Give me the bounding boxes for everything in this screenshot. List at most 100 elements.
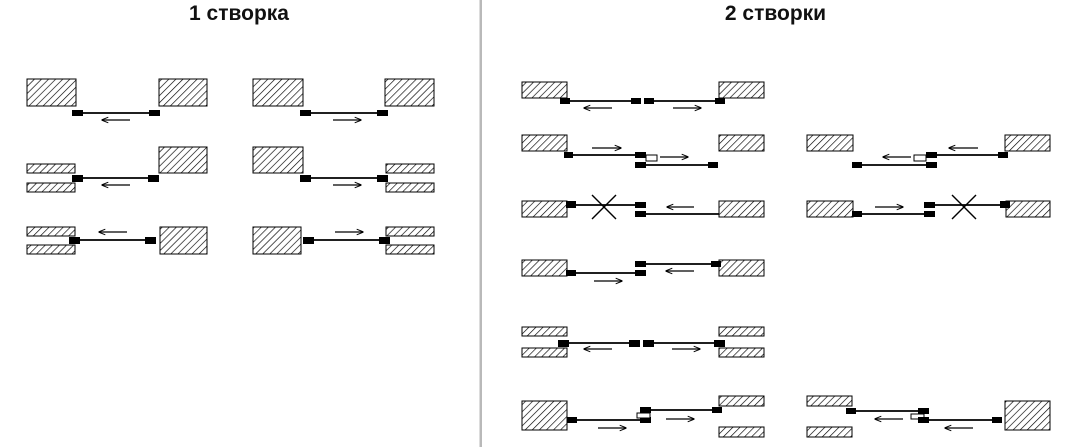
hinge [564,152,573,158]
hinge [714,340,725,347]
hinge [300,175,311,182]
wall-strip [521,347,568,358]
hinge [635,270,646,276]
hinge [1000,201,1010,208]
wall-strip [521,326,568,337]
wall-block [521,81,568,99]
scheme-double-3 [806,134,1051,168]
wall-block [384,78,435,107]
hinge [910,413,925,420]
wall-block [521,259,568,277]
wall-block [521,200,568,218]
scheme-single-6 [252,226,435,255]
hinge [558,340,569,347]
hinge [377,110,388,116]
hinge [992,417,1002,423]
hinge [918,408,929,414]
hinge [300,110,311,116]
hinge [72,110,83,116]
hinge [566,201,576,208]
scheme-double-7 [521,326,765,358]
hinge [635,202,646,208]
hinge [924,202,935,208]
wall-strip [26,182,76,193]
wall-block [718,134,765,152]
wall-block [252,146,304,174]
scheme-double-4 [521,194,765,220]
wall-block [521,400,568,431]
hinge [924,211,935,217]
wall-strip [718,347,765,358]
wall-strip [385,226,435,237]
scheme-double-2 [521,134,765,168]
scheme-single-1 [26,78,208,120]
wall-strip [26,226,76,237]
hinge [145,237,156,244]
scheme-double-6 [521,259,765,281]
wall-strip [718,326,765,337]
hinge [631,98,641,104]
wall-block [252,78,304,107]
hinge [852,162,862,168]
hinge [379,237,390,244]
hinge [640,417,651,423]
hinge [645,154,658,162]
hinge [712,407,722,413]
hinge [635,211,646,217]
scheme-double-5 [806,194,1051,220]
panel-title-single-leaf: 1 створка [189,2,289,25]
hinge [635,261,646,267]
hinge [69,237,80,244]
wall-block [26,78,77,107]
scheme-double-8 [521,395,765,438]
hinge [708,162,718,168]
wall-strip [806,426,853,438]
hinge [926,162,937,168]
hinge [852,211,862,217]
hinge [715,98,725,104]
cross-icon [951,194,977,220]
scheme-double-9 [806,395,1051,438]
wall-strip [718,395,765,407]
scheme-single-4 [252,146,435,193]
hinge [148,175,159,182]
hinge [846,408,856,414]
hinge [640,407,651,413]
wall-block [521,134,568,152]
wall-block [1004,134,1051,152]
hinge [635,152,646,158]
wall-block [158,78,208,107]
wall-strip [718,426,765,438]
hinge [566,270,576,276]
scheme-single-2 [252,78,435,120]
hinge [72,175,83,182]
wall-block [806,134,854,152]
hinge [711,261,721,267]
wall-strip [385,244,435,255]
scheme-single-3 [26,146,208,193]
hinge [998,152,1008,158]
wall-block [718,200,765,218]
hinge [926,152,937,158]
wall-strip [385,182,435,193]
wall-block [158,146,208,174]
hinge [567,417,577,423]
hinge [635,162,646,168]
hinge [303,237,314,244]
hinge [629,340,640,347]
wall-strip [26,244,76,255]
wall-block [159,226,208,255]
wall-strip [385,163,435,174]
wall-block [718,81,765,99]
hinge [636,412,651,419]
wall-strip [806,395,853,407]
hinge [918,417,929,423]
wall-block [806,200,854,218]
wall-block [1005,200,1051,218]
wall-block [1004,400,1051,431]
hinge [377,175,388,182]
hinge [643,340,654,347]
panel-divider [479,0,482,447]
panel-title-double-leaf: 2 створки [724,2,827,25]
